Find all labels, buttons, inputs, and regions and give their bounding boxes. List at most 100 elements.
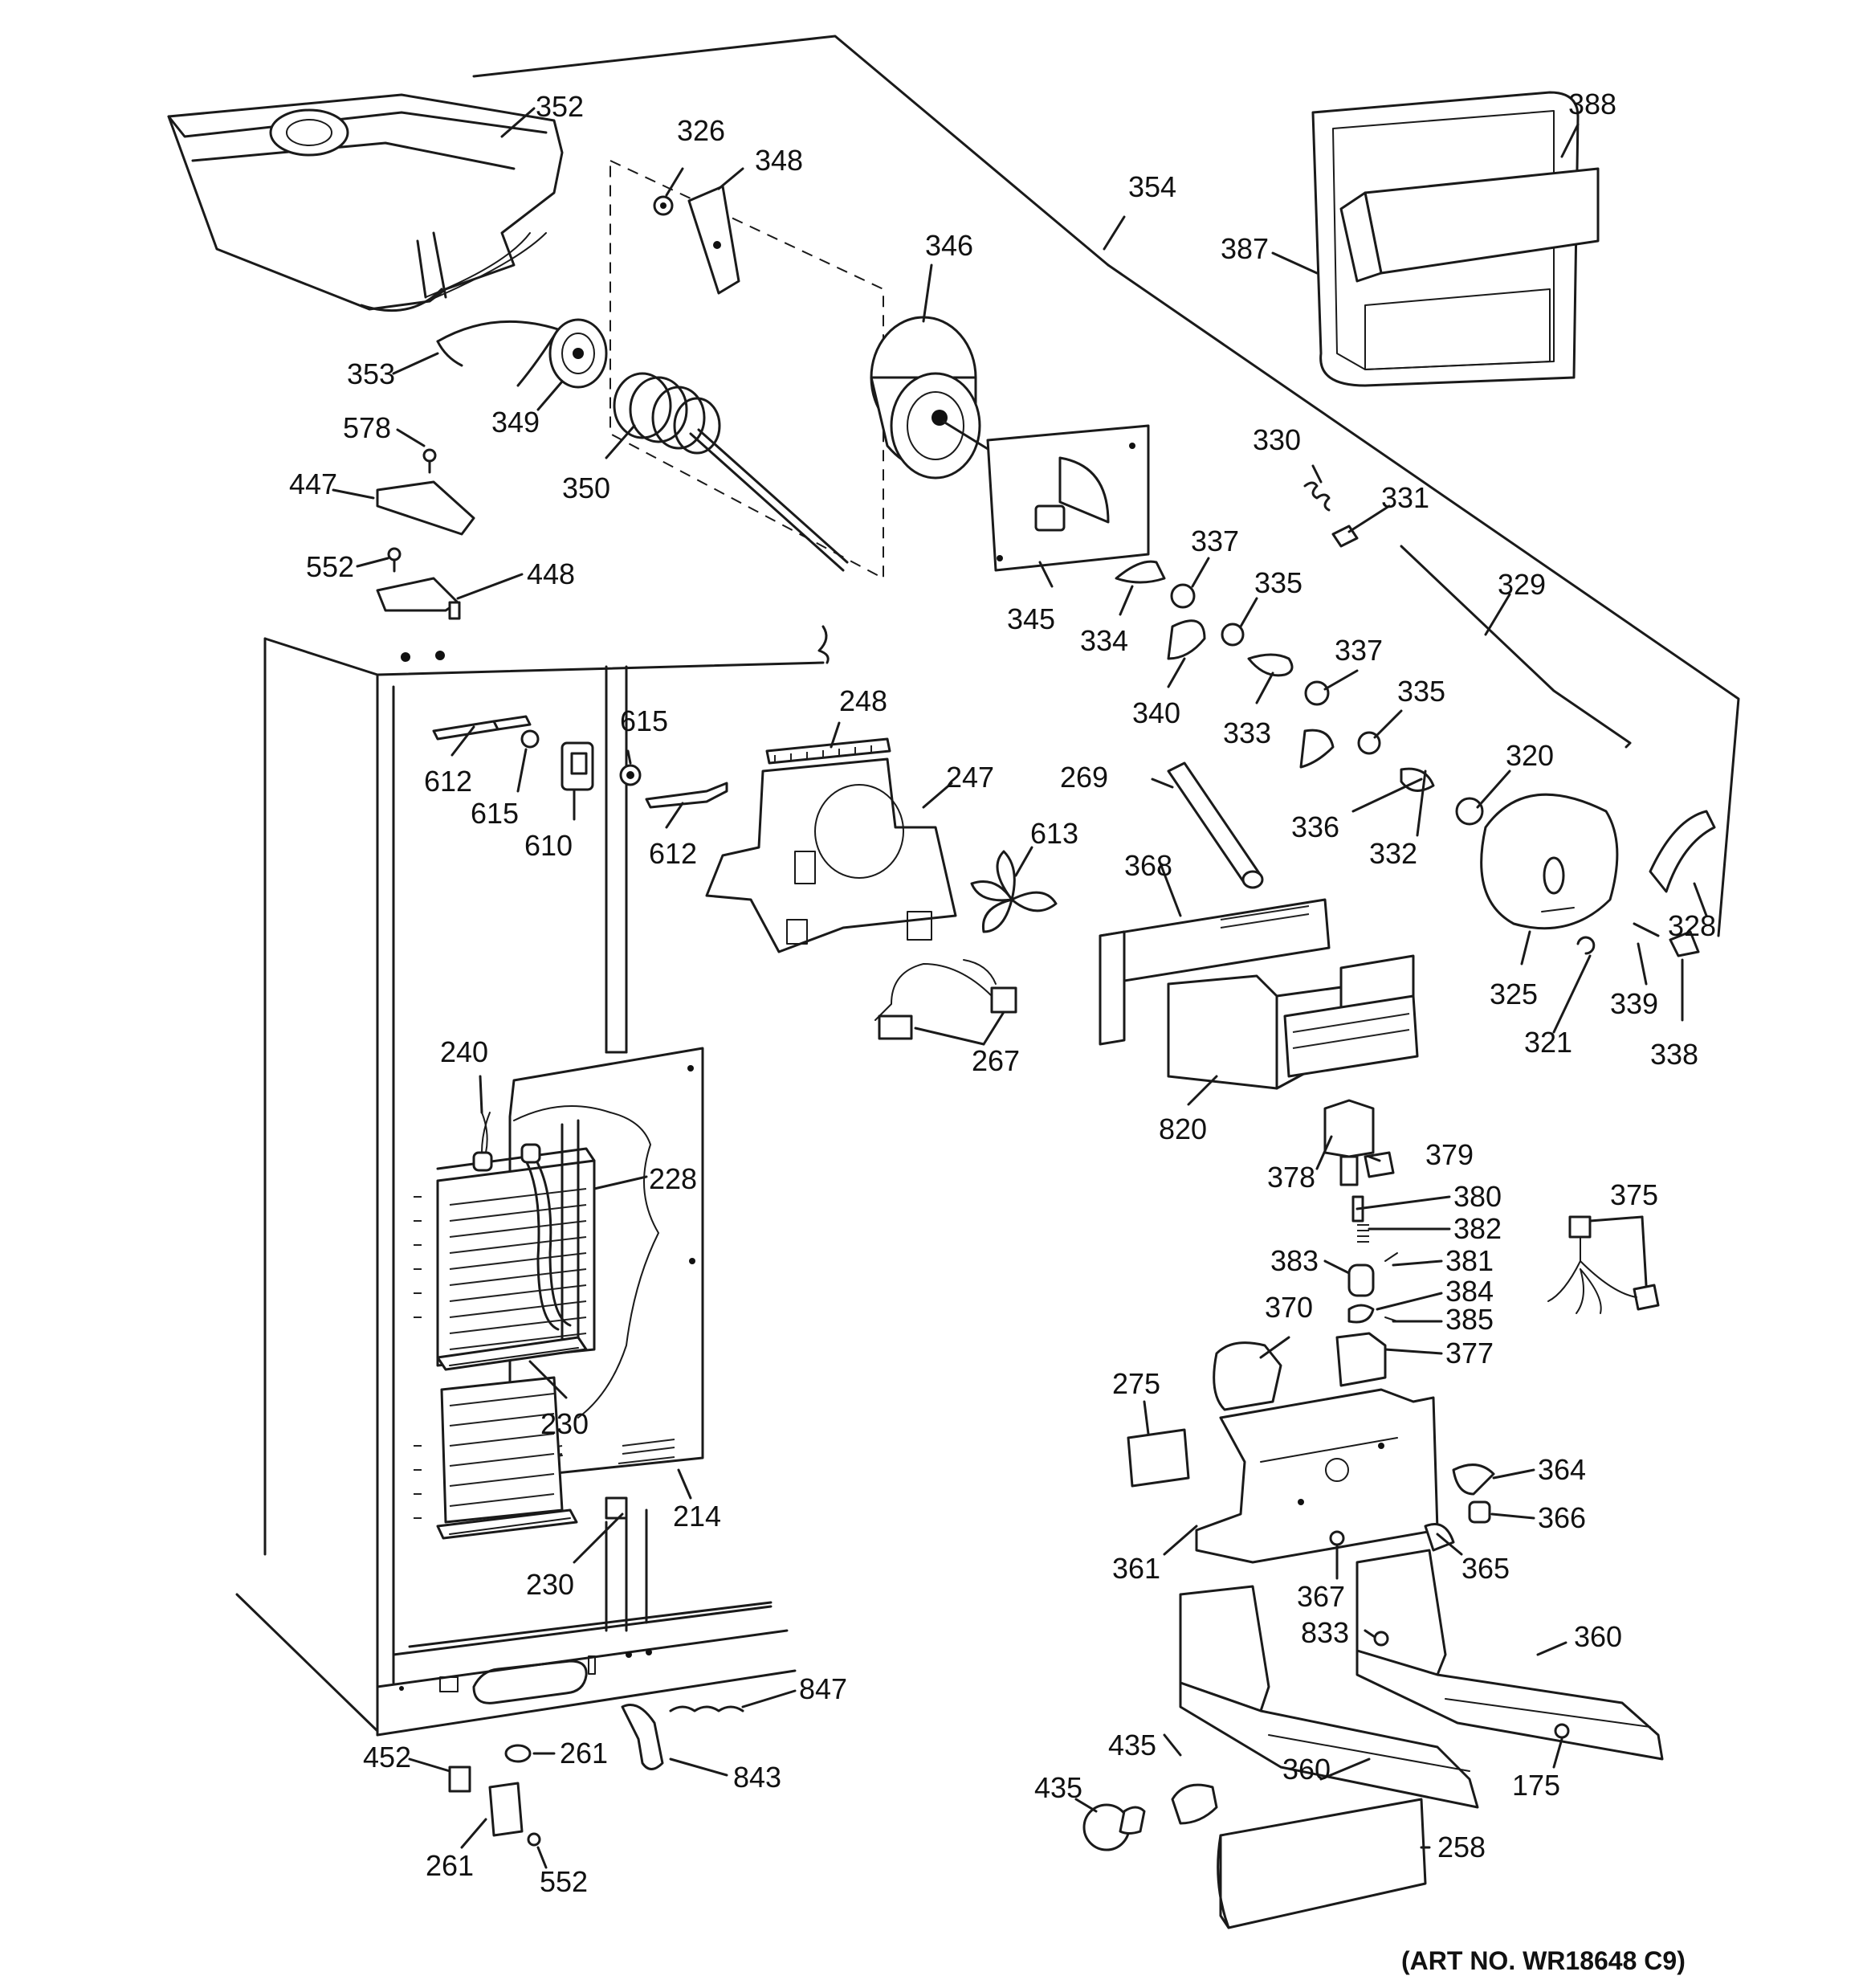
callout-613: 613 [1030, 817, 1078, 850]
callout-367: 367 [1297, 1580, 1345, 1613]
callout-552-bottom: 552 [540, 1865, 588, 1898]
callout-381: 381 [1445, 1244, 1494, 1277]
callout-335-top: 335 [1254, 566, 1302, 599]
callout-847: 847 [799, 1672, 847, 1705]
callout-320: 320 [1506, 739, 1554, 772]
ice-bucket-352 [167, 93, 564, 312]
auger-350 [613, 372, 849, 572]
callout-435-left: 435 [1034, 1771, 1082, 1804]
callout-370: 370 [1265, 1291, 1313, 1324]
callout-612-left: 612 [424, 765, 472, 798]
auger-dashed-frame [609, 160, 884, 580]
gear-cluster [1115, 560, 1484, 826]
lamp-435-cover-258 [1082, 1783, 1427, 1929]
callout-552-top: 552 [306, 550, 354, 583]
callout-365: 365 [1461, 1552, 1510, 1585]
icemaker-368-820 [1099, 898, 1419, 1090]
callout-339: 339 [1610, 987, 1658, 1020]
callout-435-top: 435 [1108, 1729, 1156, 1761]
freezer-cabinet [235, 625, 830, 1737]
callout-385: 385 [1445, 1303, 1494, 1336]
callout-843: 843 [733, 1761, 781, 1794]
callout-578: 578 [343, 411, 391, 444]
callout-350: 350 [562, 471, 610, 504]
clip-321-pin-339-338 [1576, 922, 1700, 957]
runners-360 [1179, 1549, 1664, 1809]
callout-447: 447 [289, 467, 337, 500]
evaporator-cover-214 [508, 1047, 704, 1480]
mounting-plate-345 [986, 424, 1150, 572]
callout-348: 348 [755, 144, 803, 177]
callout-361: 361 [1112, 1552, 1160, 1585]
callout-275: 275 [1112, 1367, 1160, 1400]
callout-337-top: 337 [1191, 525, 1239, 557]
callout-338: 338 [1650, 1038, 1698, 1071]
callout-332: 332 [1369, 837, 1417, 870]
callout-230-lower: 230 [526, 1568, 574, 1601]
callout-346: 346 [925, 229, 973, 262]
callout-248: 248 [839, 684, 887, 717]
dispenser-parts [1127, 1099, 1495, 1564]
callout-247: 247 [946, 761, 994, 794]
callout-610: 610 [524, 829, 573, 862]
callout-267: 267 [972, 1044, 1020, 1077]
line-354 [472, 35, 1740, 937]
spring-330-rod-329 [1303, 481, 1632, 749]
bracket-447-448 [376, 448, 475, 620]
callout-377: 377 [1445, 1337, 1494, 1370]
callout-368: 368 [1124, 849, 1172, 882]
evaporator-coil-228 [414, 1112, 628, 1540]
callout-387: 387 [1221, 232, 1269, 265]
callout-335-mid: 335 [1397, 675, 1445, 708]
callout-326: 326 [677, 114, 725, 147]
callout-labels: 352 326 348 346 354 388 387 353 349 350 … [289, 88, 1716, 1898]
callout-349: 349 [491, 406, 540, 439]
callout-612-right: 612 [649, 837, 697, 870]
callout-345: 345 [1007, 602, 1055, 635]
callout-382: 382 [1453, 1212, 1502, 1245]
callout-384: 384 [1445, 1275, 1494, 1308]
callout-261-top: 261 [560, 1737, 608, 1770]
nut-326-cover-348 [653, 185, 740, 295]
callout-375: 375 [1610, 1178, 1658, 1211]
callout-615-left: 615 [471, 797, 519, 830]
callout-360-right: 360 [1574, 1620, 1622, 1653]
callout-321: 321 [1524, 1026, 1572, 1059]
bearing-349 [548, 318, 608, 389]
callout-230-upper: 230 [540, 1407, 589, 1440]
callout-383: 383 [1270, 1244, 1319, 1277]
callout-269: 269 [1060, 761, 1108, 794]
callout-330: 330 [1253, 423, 1301, 456]
hinge-hardware [432, 715, 728, 809]
motor-346 [870, 316, 997, 480]
callout-615-right: 615 [620, 704, 668, 737]
callout-336: 336 [1291, 810, 1339, 843]
art-number: (ART NO. WR18648 C9) [1401, 1946, 1686, 1975]
callout-353: 353 [347, 357, 395, 390]
fan-blade-613 [970, 850, 1058, 933]
bucket-wire-353 [436, 320, 560, 387]
callout-448: 448 [527, 557, 575, 590]
lower-hinge-hardware [448, 1704, 744, 1847]
callout-360-left: 360 [1282, 1753, 1331, 1786]
callout-354: 354 [1128, 170, 1176, 203]
callout-333: 333 [1223, 716, 1271, 749]
harness-375 [1547, 1215, 1660, 1314]
leader-lines [332, 107, 1708, 1869]
callout-833: 833 [1301, 1616, 1349, 1649]
callout-258: 258 [1437, 1831, 1486, 1863]
bracket-328 [1649, 810, 1716, 893]
callout-329: 329 [1498, 568, 1546, 601]
callout-175: 175 [1512, 1769, 1560, 1802]
callout-337-mid: 337 [1335, 634, 1383, 667]
housing-325 [1480, 793, 1619, 930]
callout-366: 366 [1538, 1501, 1586, 1534]
callout-261-bottom: 261 [426, 1849, 474, 1882]
harness-267 [874, 959, 1017, 1040]
callout-331: 331 [1381, 481, 1429, 514]
fan-housing-247 [705, 737, 957, 953]
callout-380: 380 [1453, 1180, 1502, 1213]
callout-240: 240 [440, 1035, 488, 1068]
callout-388: 388 [1568, 88, 1616, 120]
